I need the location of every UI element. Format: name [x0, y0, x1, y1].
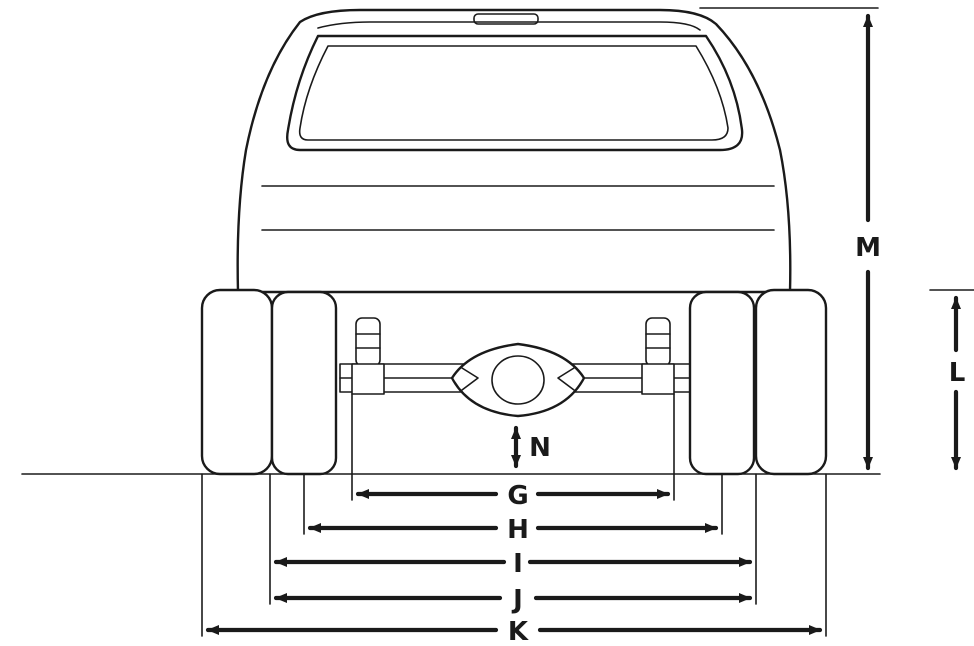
- label-i: I: [513, 549, 523, 579]
- right-spring-mount: [641, 317, 675, 395]
- right-inner-tire: [688, 290, 756, 476]
- label-g: G: [507, 481, 528, 511]
- label-h: H: [507, 515, 529, 545]
- left-spring-mount: [351, 317, 385, 395]
- label-j: J: [511, 585, 523, 615]
- differential: [450, 342, 586, 418]
- left-inner-tire: [270, 290, 338, 476]
- right-outer-tire: [754, 288, 828, 476]
- label-l: L: [949, 358, 966, 388]
- tailgate-lines: [261, 185, 775, 231]
- extension-lines: [201, 289, 974, 637]
- label-k: K: [508, 617, 529, 646]
- rear-window: [286, 34, 744, 152]
- label-m: M: [855, 233, 881, 263]
- label-n: N: [529, 433, 551, 463]
- left-outer-tire: [200, 288, 274, 476]
